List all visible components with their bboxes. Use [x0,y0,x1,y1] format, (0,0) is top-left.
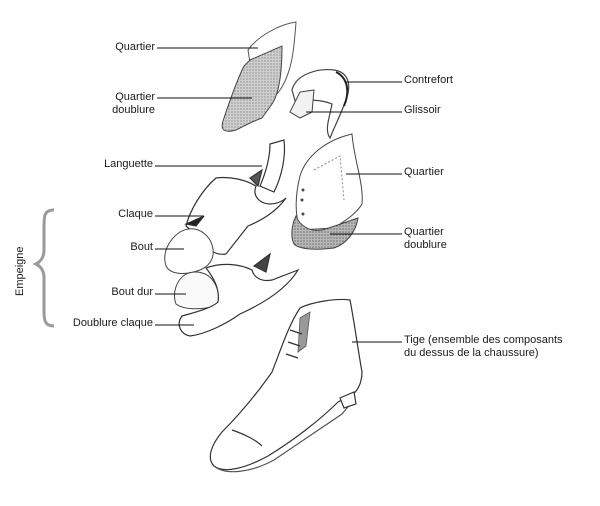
label-quartier-doublure-right-line2: doublure [404,239,447,251]
label-empeigne-group: Empeigne [14,246,26,296]
quartier-doublure-piece-right [291,214,359,250]
label-quartier-doublure-top-line2: doublure [112,104,155,116]
quartier-piece-right [295,133,363,231]
label-bout-dur: Bout dur [111,286,153,298]
languette-piece [249,139,286,193]
label-tige-line2: du dessus de la chaussure) [404,347,539,359]
label-quartier-right: Quartier [404,166,444,178]
doublure-claque-piece [178,252,300,337]
empeigne-brace [32,208,55,328]
label-doublure-claque: Doublure claque [72,317,153,329]
label-glissoir: Glissoir [404,104,441,116]
label-quartier-doublure-top-line1: Quartier [115,91,155,103]
label-claque: Claque [118,208,153,220]
leader-lines [155,47,402,343]
label-quartier-doublure-right-line1: Quartier [404,226,444,238]
glissoir-piece [289,89,315,119]
bout-piece [164,228,214,274]
label-bout: Bout [130,241,153,253]
contrefort-piece [291,69,350,140]
boot-assembled [209,298,363,473]
label-languette: Languette [104,158,153,170]
label-tige-line1: Tige (ensemble des composants [404,334,563,346]
quartier-doublure-piece-top [221,45,283,132]
label-contrefort: Contrefort [404,74,453,86]
label-quartier-top: Quartier [115,41,155,53]
